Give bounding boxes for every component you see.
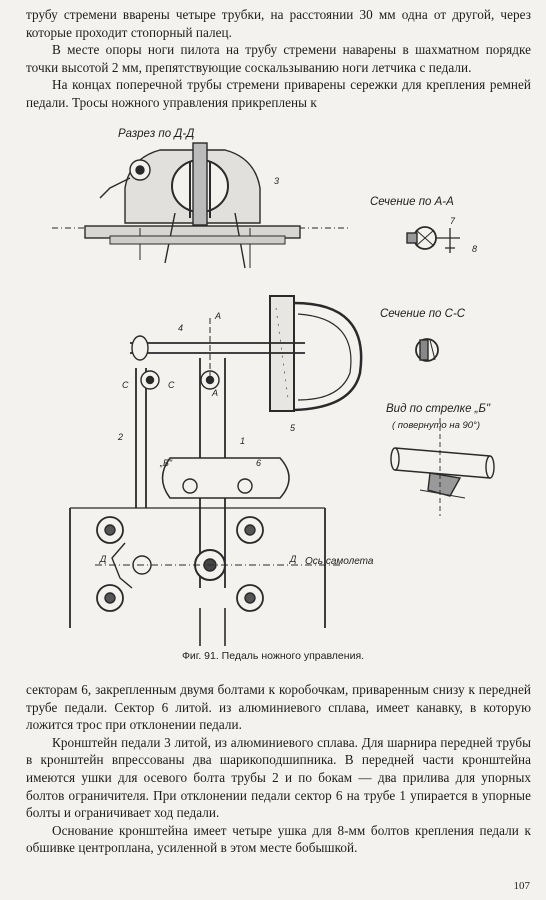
callout-6: 6 <box>256 458 262 468</box>
aircraft-axis-label: Ось самолета <box>305 556 374 567</box>
letter-c-right-label: С <box>168 380 175 390</box>
section-cc-label: Сечение по С-С <box>380 308 466 320</box>
paragraph: трубу стремени вварены четыре трубки, на… <box>26 7 531 40</box>
section-dd-label: Разрез по Д-Д <box>118 128 195 140</box>
section-aa-drawing <box>406 226 460 253</box>
view-b-label: Вид по стрелке „Б" <box>386 403 491 415</box>
letter-a2-label: А <box>212 388 219 398</box>
view-b-note: ( повернуто на 90°) <box>392 420 481 431</box>
bottom-text-block: секторам 6, закрепленным двумя болтами к… <box>26 681 531 857</box>
paragraph: В месте опоры ноги пилота на трубу стрем… <box>26 42 531 75</box>
letter-c-left-label: С <box>122 380 129 390</box>
section-aa-label: Сечение по А-А <box>370 196 454 208</box>
callout-3: 3 <box>274 176 280 186</box>
paragraph: На концах поперечной трубы стремени прив… <box>26 77 531 110</box>
paragraph: Кронштейн педали 3 литой, из алюминиевог… <box>26 734 531 821</box>
callout-5: 5 <box>290 423 296 433</box>
view-b-drawing <box>390 418 495 516</box>
callout-2: 2 <box>118 432 124 442</box>
figure-91: Разрез по Д-Д Сечение по А-А Сечение по … <box>40 118 510 648</box>
callout-8: 8 <box>472 244 478 254</box>
callout-7: 7 <box>450 216 456 226</box>
top-text-block: трубу стремени вварены четыре трубки, на… <box>26 6 531 112</box>
paragraph: секторам 6, закрепленным двумя болтами к… <box>26 682 531 733</box>
callout-1: 1 <box>240 436 246 446</box>
pedal-frame-drawing <box>69 318 340 646</box>
letter-b-label: „Б" <box>160 458 173 468</box>
letter-d-left-label: Д <box>100 554 107 564</box>
section-cc-drawing <box>415 338 439 362</box>
callout-4: 4 <box>178 323 184 333</box>
figure-caption: Фиг. 91. Педаль ножного управления. <box>181 650 365 662</box>
letter-a-label: А <box>215 311 222 321</box>
paragraph: Основание кронштейна имеет четыре ушка д… <box>26 822 531 856</box>
section-dd-drawing <box>52 142 350 269</box>
letter-d-right-label: Д <box>290 554 297 564</box>
page-number: 107 <box>513 880 531 892</box>
pedal-drawing <box>52 142 495 646</box>
